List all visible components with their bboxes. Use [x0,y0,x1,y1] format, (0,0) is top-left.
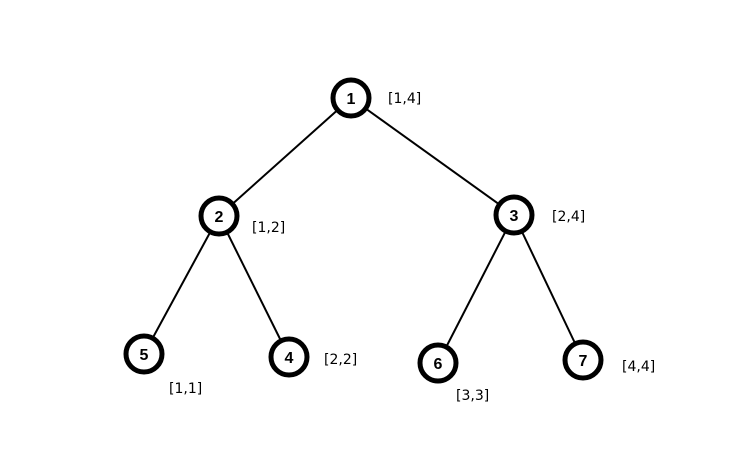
node-4-label: 4 [285,350,294,367]
node-1-range: [1,4] [388,91,421,107]
tree-node: 4 [2,2] [268,336,357,378]
node-3-range: [2,4] [552,209,585,225]
node-5-label: 5 [140,347,149,364]
tree-node: 1 [1,4] [330,77,421,119]
node-1-label: 1 [347,91,356,108]
node-2-circle [198,195,240,237]
node-3-label: 3 [510,208,519,225]
node-6-range: [3,3] [456,388,489,404]
node-1-circle [330,77,372,119]
tree-node: 6 [3,3] [417,342,489,404]
node-6-label: 6 [434,356,443,373]
tree-node: 2 [1,2] [198,195,285,237]
tree-node: 3 [2,4] [493,194,585,236]
node-4-circle [268,336,310,378]
edges-layer [143,97,584,364]
node-2-label: 2 [215,209,224,226]
node-5-range: [1,1] [169,381,202,397]
node-7-range: [4,4] [622,359,655,375]
tree-node: 5 [1,1] [123,333,202,397]
node-7-circle [562,339,604,381]
node-3-circle [493,194,535,236]
edge-2-5 [143,215,220,355]
edge-3-6 [437,214,515,364]
edge-1-2 [218,97,352,217]
edge-3-7 [513,214,584,361]
tree-node: 7 [4,4] [562,339,655,381]
node-4-range: [2,2] [324,352,357,368]
node-5-circle [123,333,165,375]
node-7-label: 7 [579,353,588,370]
nodes-layer: 1 [1,4] 2 [1,2] 3 [2,4] 5 [1,1] 4 [2 [123,77,655,404]
node-6-circle [417,342,459,384]
node-2-range: [1,2] [252,220,285,236]
edge-2-4 [218,215,290,358]
edge-1-3 [350,97,515,216]
